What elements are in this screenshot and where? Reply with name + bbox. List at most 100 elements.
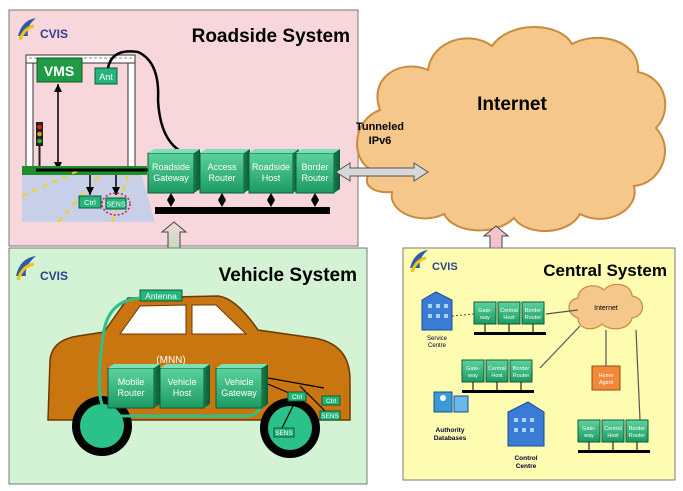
roadside-gateway-l2: Gateway [153,173,189,183]
svg-text:Host: Host [503,315,515,321]
svg-text:way: way [583,433,594,439]
logo-text: CVIS [40,27,68,41]
svg-text:Router: Router [525,315,542,321]
central-title: Central System [543,261,667,280]
vehicle-host-l2: Host [173,388,192,398]
control-centre-l1: Control [514,455,537,462]
mobile-router-l2: Router [117,388,144,398]
central-triple-2: Gate- way Central Host Border Router [461,359,534,393]
svg-text:Border: Border [525,308,542,314]
antenna-cable [106,50,183,154]
mobile-router-l1: Mobile [118,377,145,387]
antenna-label: Antenna [145,291,177,301]
access-router-l2: Router [208,173,235,183]
control-centre-l2: Centre [516,463,537,470]
svg-text:Central: Central [604,426,622,432]
sens-box-1: SENS [319,410,341,421]
vehicle-gateway-l1: Vehicle [224,377,253,387]
internet-cloud: Internet [356,26,667,232]
svg-text:Home: Home [599,373,614,379]
svg-text:Router: Router [629,433,646,439]
sens-label: SENS [106,202,125,209]
border-router-l2: Router [301,173,328,183]
ctrl-box-2: Ctrl [321,395,341,406]
authority-l1: Authority [436,427,465,434]
antenna-box: Antenna [139,289,183,302]
svg-text:way: way [467,373,478,379]
roadside-panel: CVIS Roadside System VMS Ant [8,9,359,247]
tunnel-label-1: Tunneled [356,121,404,133]
home-agent-box: Home Agent [591,365,621,391]
mobile-router-box: Mobile Router [107,364,160,409]
roadside-title: Roadside System [192,26,350,47]
service-centre-l2: Centre [428,343,447,349]
roadside-bus [155,207,330,214]
vehicle-title: Vehicle System [219,265,357,286]
central-internet-label: Internet [594,305,618,312]
svg-text:Border: Border [513,366,530,372]
svg-text:Host: Host [491,373,503,379]
svg-text:Central: Central [488,366,506,372]
vehicle-gateway-l2: Gateway [221,388,257,398]
ctrl-box-1: Ctrl [287,391,307,402]
border-router-l1: Border [301,162,328,172]
vms-label: VMS [44,63,74,79]
ant-box: Ant [94,67,118,85]
central-triple-1: Gate- way Central Host Border Router [473,301,546,335]
svg-text:Host: Host [607,433,619,439]
sens-highlight [101,192,131,216]
svg-text:Gate-: Gate- [582,426,596,432]
vehicle-host-l1: Vehicle [167,377,196,387]
authority-l2: Databases [434,435,467,442]
ant-label: Ant [99,72,113,82]
control-centre-building-icon [507,401,545,447]
vehicle-cable [98,296,264,418]
svg-text:Gate-: Gate- [466,366,480,372]
central-panel: CVIS Central System Service Centre Gate-… [402,247,676,481]
cvis-logo: CVIS [16,256,68,283]
authority-databases-icon [433,391,469,413]
vms-sign: VMS [36,57,83,83]
svg-text:way: way [479,315,490,321]
central-triple-3: Gate- way Central Host Border Router [577,419,650,453]
svg-text:Central: Central [500,308,518,314]
svg-text:Ctrl: Ctrl [292,394,303,401]
svg-text:Router: Router [513,373,530,379]
service-centre-l1: Service [427,336,448,342]
cvis-logo: CVIS [410,250,458,273]
central-internet-cloud: Internet [568,283,644,330]
ctrl-box: Ctrl [78,195,102,209]
roadside-host-l2: Host [262,173,281,183]
sens-box-2: SENS [273,427,295,438]
roadside-host-l1: Roadside [252,162,290,172]
svg-text:Ctrl: Ctrl [326,398,337,405]
vehicle-wiring [267,377,327,429]
vehicle-gateway-box: Vehicle Gateway [215,364,268,409]
access-router-l1: Access [207,162,237,172]
svg-text:Gate-: Gate- [478,308,492,314]
svg-text:SENS: SENS [321,413,339,420]
roadside-gateway-box: Roadside Gateway [147,149,200,194]
road [21,166,155,223]
svg-text:Border: Border [629,426,646,432]
vehicle-panel: CVIS Vehicle System Antenna (MNN) M [8,247,368,485]
cvis-logo: CVIS [18,18,68,41]
svg-text:Agent: Agent [599,380,614,386]
border-router-box: Border Router [295,149,340,194]
service-centre-building-icon [421,291,453,331]
roadside-gateway-l1: Roadside [152,162,190,172]
tunnel-arrow [335,162,429,182]
ctrl-label: Ctrl [84,198,96,207]
svg-text:SENS: SENS [275,430,293,437]
internet-label: Internet [477,94,547,115]
access-router-box: Access Router [199,149,250,194]
roadside-host-box: Roadside Host [248,149,299,194]
vehicle-host-box: Vehicle Host [159,364,210,409]
traffic-light-icon [36,122,43,168]
sens-box: SENS [105,197,127,210]
tunnel-label-2: IPv6 [369,135,392,147]
logo-text: CVIS [40,269,68,283]
mnn-label: (MNN) [156,355,185,366]
logo-text: CVIS [432,261,458,273]
